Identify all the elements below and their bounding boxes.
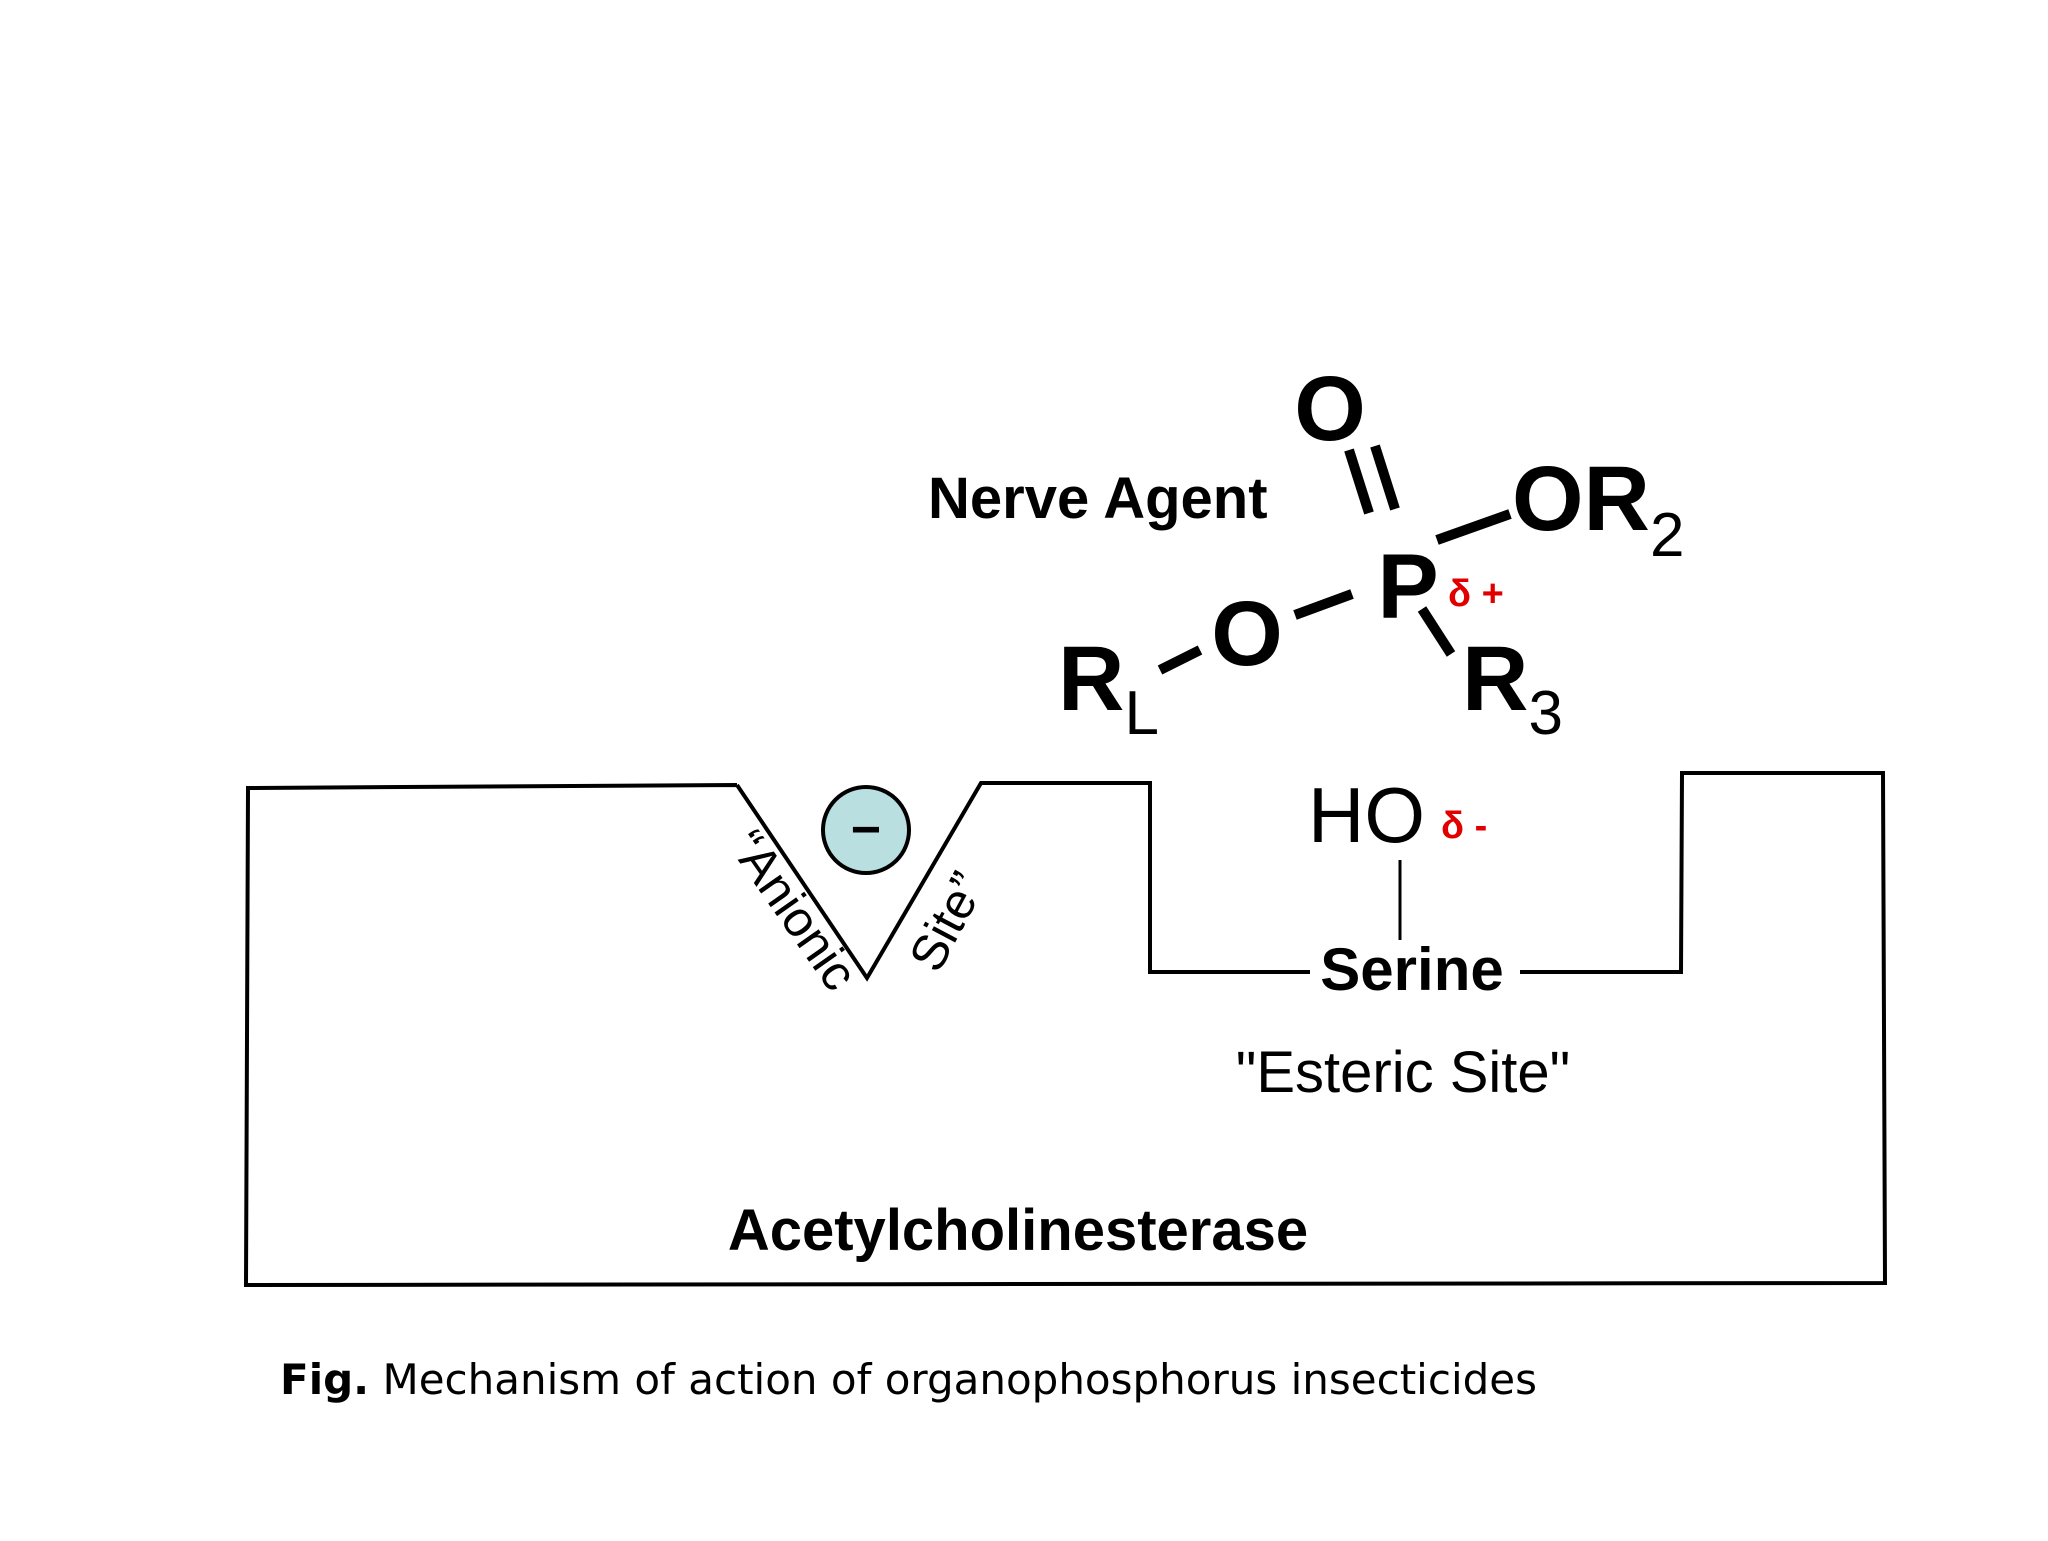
delta-minus-charge: δ -	[1441, 805, 1487, 847]
delta-plus-charge: δ +	[1448, 573, 1504, 615]
ester-oxygen: O	[1211, 583, 1283, 685]
r3-group: R3	[1462, 628, 1563, 748]
anionic-charge-circle	[821, 785, 911, 875]
rl-o-bond	[1157, 645, 1203, 675]
figure-caption: Fig. Mechanism of action of organophosph…	[280, 1355, 1537, 1404]
anionic-charge-sign: −	[851, 801, 881, 859]
rl-group: RL	[1058, 628, 1159, 748]
enzyme-label: Acetylcholinesterase	[728, 1198, 1308, 1263]
p-r3-bond	[1417, 606, 1456, 657]
p-or2-bond	[1435, 509, 1512, 545]
caption-text: Mechanism of action of organophosphorus …	[369, 1355, 1537, 1404]
serine-label: Serine	[1320, 936, 1503, 1003]
serine-label-backdrop	[1310, 940, 1520, 1000]
anionic-site-label-right: Site”	[898, 863, 996, 980]
or2-group: OR2	[1512, 448, 1684, 570]
hydroxyl-group: HO	[1308, 771, 1425, 859]
or2-subscript: 2	[1650, 501, 1684, 570]
double-bond-oxygen: O	[1294, 358, 1366, 460]
caption-prefix: Fig.	[280, 1355, 370, 1404]
double-bond-line-1	[1344, 448, 1374, 515]
o-p-bond	[1293, 589, 1354, 620]
r3-subscript: 3	[1528, 679, 1562, 748]
enzyme-outline	[243, 771, 1888, 1288]
double-bond-line-2	[1370, 444, 1400, 511]
rl-subscript: L	[1124, 679, 1158, 748]
esteric-site-label: "Esteric Site"	[1236, 1040, 1571, 1105]
nerve-agent-label: Nerve Agent	[928, 466, 1268, 531]
